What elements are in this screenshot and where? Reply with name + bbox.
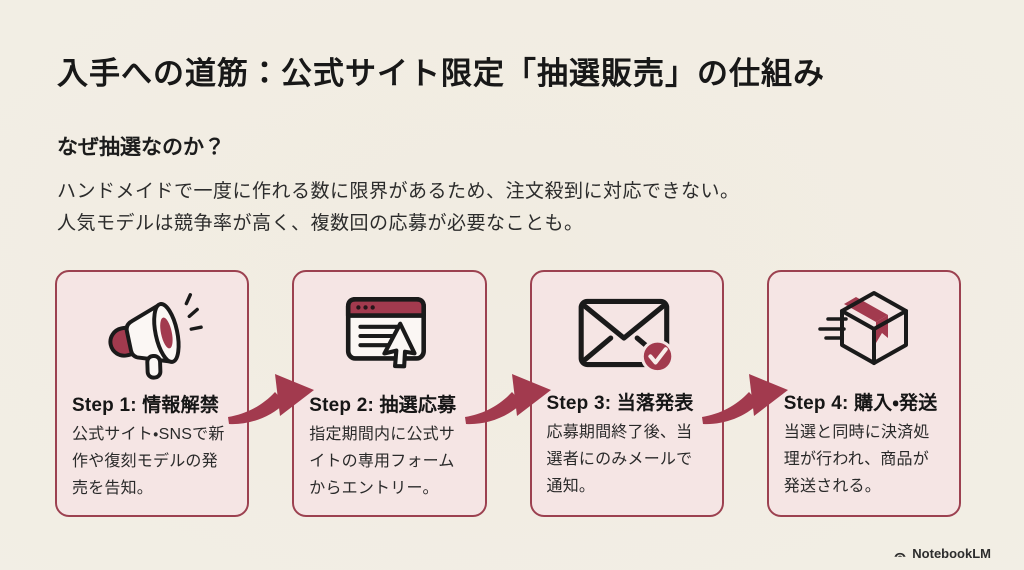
- intro-text-line-2: 人気モデルは競争率が高く、複数回の応募が必要なことも。: [57, 213, 584, 234]
- flow-arrow-1: [228, 374, 314, 425]
- step-2-title: Step 2: 抽選応募: [309, 395, 457, 416]
- step-2-description: 指定期間内に公式サイトの専用フォームからエントリー。: [309, 426, 456, 497]
- section-heading: なぜ抽選なのか？: [57, 136, 225, 159]
- step-4-title: Step 4: 購入・発送: [783, 393, 938, 415]
- browser-click-icon: [309, 284, 469, 388]
- mail-check-icon: [547, 284, 707, 386]
- step-1-description: 公式サイト・SNSで新作や復刻モデルの発売を告知。: [72, 426, 225, 497]
- megaphone-icon: [72, 284, 232, 388]
- step-3-title: Step 3: 当落発表: [546, 393, 694, 415]
- step-4-description: 当選と同時に決済処理が行われ、商品が発送される。: [783, 424, 930, 496]
- page-title: 入手への道筋：公式サイト限定「抽選販売」の仕組み: [57, 56, 825, 91]
- notebooklm-logo-icon: [894, 552, 906, 557]
- step-card-3: Step 3: 当落発表 応募期間終了後、当選者にのみメールで通知。: [529, 270, 724, 517]
- step-1-title: Step 1: 情報解禁: [72, 395, 220, 416]
- step-3-description: 応募期間終了後、当選者にのみメールで通知。: [546, 424, 693, 496]
- notebooklm-watermark: NotebookLM: [893, 546, 991, 561]
- flow-arrow-2: [465, 374, 551, 425]
- step-card-2: Step 2: 抽選応募 指定期間内に公式サイトの専用フォームからエントリー。: [292, 270, 487, 517]
- notebooklm-watermark-label: NotebookLM: [912, 546, 991, 561]
- step-card-1: Step 1: 情報解禁 公式サイト・SNSで新作や復刻モデルの発売を告知。: [55, 270, 250, 517]
- flow-arrow-3: [702, 374, 788, 425]
- steps-row: Step 1: 情報解禁 公式サイト・SNSで新作や復刻モデルの発売を告知。: [55, 270, 961, 517]
- intro-text-line-1: ハンドメイドで一度に作れる数に限界があるため、注文殺到に対応できない。: [57, 181, 740, 202]
- step-card-4: Step 4: 購入・発送 当選と同時に決済処理が行われ、商品が発送される。: [766, 270, 961, 517]
- shipping-box-icon: [784, 284, 944, 386]
